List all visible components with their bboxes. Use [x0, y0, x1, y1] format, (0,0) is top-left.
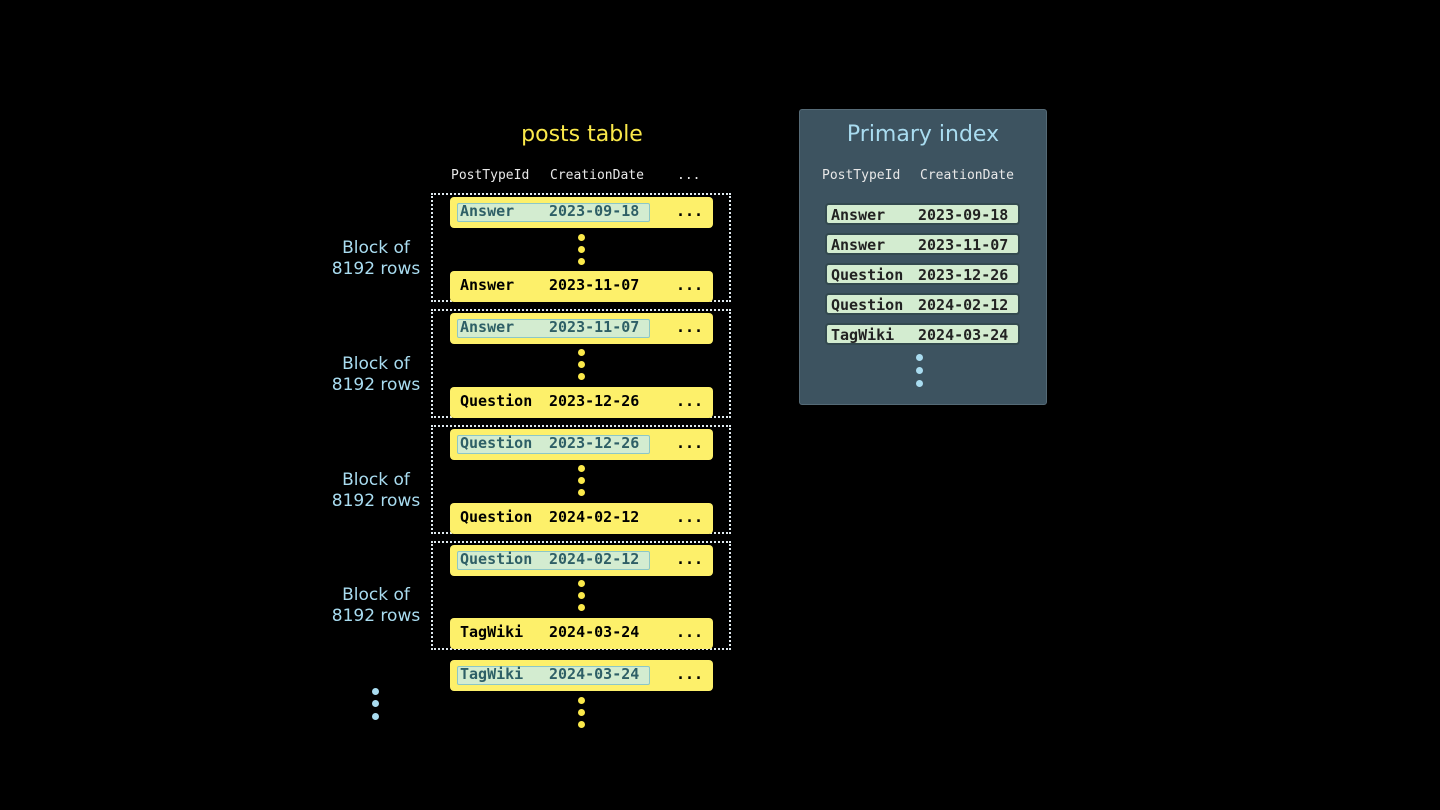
row-more: ...	[676, 276, 704, 294]
row-type: Question	[460, 434, 533, 452]
block-first-row: Answer 2023-09-18 ...	[450, 197, 713, 228]
row-more: ...	[676, 665, 704, 683]
index-entry-type: Question	[831, 266, 904, 284]
row-date: 2023-09-18	[549, 202, 640, 220]
row-more: ...	[676, 550, 704, 568]
trailing-row: TagWiki 2024-03-24 ...	[450, 660, 713, 691]
ellipsis-dot	[578, 246, 585, 253]
row-type: Answer	[460, 202, 515, 220]
row-date: 2023-12-26	[549, 434, 640, 452]
ellipsis-dot	[578, 349, 585, 356]
marked-key	[457, 435, 650, 454]
row-type: Answer	[460, 276, 515, 294]
index-entry-date: 2023-11-07	[918, 236, 1009, 254]
ellipsis-dot	[578, 709, 585, 716]
index-entry-date: 2024-03-24	[918, 326, 1009, 344]
ellipsis-dot	[916, 380, 923, 387]
ellipsis-dot	[578, 592, 585, 599]
block-label-line1: Block of	[342, 238, 410, 258]
block-last-row: Question 2024-02-12 ...	[450, 503, 713, 534]
ellipsis-dot	[578, 361, 585, 368]
marked-key	[457, 203, 650, 222]
ellipsis-dot	[578, 258, 585, 265]
posts-column-more: ...	[677, 168, 701, 183]
ellipsis-dot	[578, 580, 585, 587]
row-type: Question	[460, 508, 533, 526]
ellipsis-dot	[916, 367, 923, 374]
index-entry: TagWiki 2024-03-24	[825, 323, 1020, 345]
index-entry-type: Question	[831, 296, 904, 314]
block-label-line2: 8192 rows	[331, 606, 421, 626]
posts-table-title: posts table	[521, 122, 643, 147]
block-label-line1: Block of	[342, 470, 410, 490]
row-date: 2024-03-24	[549, 623, 640, 641]
block-label-line1: Block of	[342, 585, 410, 605]
block-label-line2: 8192 rows	[331, 259, 421, 279]
primary-index-panel	[799, 109, 1047, 405]
row-more: ...	[676, 434, 704, 452]
index-entry-type: TagWiki	[831, 326, 895, 344]
block-first-row: Question 2024-02-12 ...	[450, 545, 713, 576]
index-entry: Answer 2023-09-18	[825, 203, 1020, 225]
marked-key	[457, 551, 650, 570]
posts-column-creationdate: CreationDate	[550, 168, 644, 183]
ellipsis-dot	[372, 713, 379, 720]
marked-key	[457, 666, 650, 685]
ellipsis-dot	[578, 234, 585, 241]
block-label: Block of 8192 rows	[318, 354, 434, 396]
block-label-line2: 8192 rows	[331, 491, 421, 511]
index-entry: Question 2023-12-26	[825, 263, 1020, 285]
row-date: 2023-12-26	[549, 392, 640, 410]
row-type: TagWiki	[460, 665, 524, 683]
ellipsis-dot	[578, 721, 585, 728]
index-entry-type: Answer	[831, 206, 886, 224]
block-label-line2: 8192 rows	[331, 375, 421, 395]
row-type: Question	[460, 392, 533, 410]
row-date: 2024-03-24	[549, 665, 640, 683]
ellipsis-dot	[916, 354, 923, 361]
marked-key	[457, 319, 650, 338]
row-more: ...	[676, 508, 704, 526]
index-entry: Question 2024-02-12	[825, 293, 1020, 315]
index-column-posttypeid: PostTypeId	[822, 168, 901, 183]
ellipsis-dot	[578, 604, 585, 611]
primary-index-title: Primary index	[846, 122, 1000, 147]
row-more: ...	[676, 318, 704, 336]
index-entry-date: 2023-09-18	[918, 206, 1009, 224]
block-label: Block of 8192 rows	[318, 470, 434, 512]
block-first-row: Question 2023-12-26 ...	[450, 429, 713, 460]
granule-block	[431, 541, 731, 650]
block-label-line1: Block of	[342, 354, 410, 374]
index-entry: Answer 2023-11-07	[825, 233, 1020, 255]
index-column-creationdate: CreationDate	[920, 168, 1014, 183]
block-label: Block of 8192 rows	[318, 585, 434, 627]
ellipsis-dot	[578, 477, 585, 484]
ellipsis-dot	[372, 688, 379, 695]
row-type: TagWiki	[460, 623, 524, 641]
row-more: ...	[676, 202, 704, 220]
row-date: 2024-02-12	[549, 550, 640, 568]
ellipsis-dot	[578, 697, 585, 704]
ellipsis-dot	[578, 373, 585, 380]
block-last-row: TagWiki 2024-03-24 ...	[450, 618, 713, 649]
ellipsis-dot	[372, 700, 379, 707]
ellipsis-dot	[578, 465, 585, 472]
block-last-row: Answer 2023-11-07 ...	[450, 271, 713, 302]
row-date: 2024-02-12	[549, 508, 640, 526]
block-label: Block of 8192 rows	[318, 238, 434, 280]
row-date: 2023-11-07	[549, 276, 640, 294]
block-first-row: Answer 2023-11-07 ...	[450, 313, 713, 344]
index-entry-type: Answer	[831, 236, 886, 254]
ellipsis-dot	[578, 489, 585, 496]
index-entry-date: 2024-02-12	[918, 296, 1009, 314]
row-type: Question	[460, 550, 533, 568]
block-last-row: Question 2023-12-26 ...	[450, 387, 713, 418]
index-entry-date: 2023-12-26	[918, 266, 1009, 284]
row-type: Answer	[460, 318, 515, 336]
row-more: ...	[676, 392, 704, 410]
row-more: ...	[676, 623, 704, 641]
posts-column-posttypeid: PostTypeId	[451, 168, 530, 183]
row-date: 2023-11-07	[549, 318, 640, 336]
